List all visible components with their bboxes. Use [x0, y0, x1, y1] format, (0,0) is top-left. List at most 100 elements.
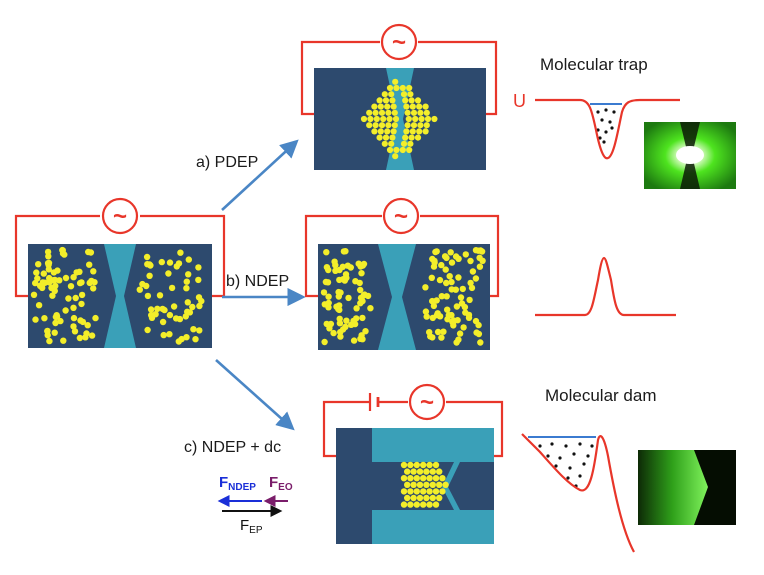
molecule-dot [30, 291, 38, 298]
ndep-label: b) NDEP [226, 273, 289, 290]
molecule-dot [448, 311, 455, 319]
molecule-dot [170, 303, 178, 310]
molecule-dot [582, 462, 586, 466]
molecule-dot [413, 461, 420, 469]
molecule-dot [408, 134, 415, 141]
molecule-dot [596, 110, 600, 114]
molecule-dot [336, 320, 344, 327]
molecule-dot [429, 297, 436, 305]
molecule-dot [158, 258, 165, 266]
molecule-dot [196, 327, 203, 334]
molecule-dot [183, 285, 190, 292]
molecule-dot [602, 140, 606, 144]
molecule-dot [175, 338, 182, 345]
molecule-dot [608, 120, 612, 124]
molecule-dot [429, 468, 436, 475]
molecule-dot [426, 461, 433, 469]
dam-potential-curve [521, 433, 635, 553]
molecule-dot [399, 84, 406, 92]
molecule-dot [78, 291, 86, 299]
pdep-circuit-wire [300, 40, 498, 116]
molecule-dot [342, 271, 350, 278]
molecule-dot [77, 317, 84, 324]
molecule-dot [440, 328, 447, 335]
molecule-dot [453, 303, 461, 310]
molecule-dot [422, 284, 429, 291]
molecule-dot [412, 115, 419, 123]
molecule-dot [439, 488, 446, 495]
molecule-dot [347, 264, 354, 271]
molecule-dot [381, 91, 388, 98]
molecule-dot [604, 130, 608, 134]
molecule-dot [148, 311, 155, 319]
ndep-ac-symbol: ~ [394, 203, 408, 230]
ndep-circuit-wire [304, 214, 500, 298]
molecule-dot [60, 337, 67, 344]
source-ac-symbol: ~ [113, 203, 127, 230]
molecule-dot [420, 488, 427, 495]
molecule-dot [393, 84, 400, 92]
molecule-dot [350, 337, 358, 344]
molecule-dot [448, 278, 455, 286]
molecule-dot [449, 319, 457, 326]
molecule-dot [566, 476, 570, 480]
source-ac-source-icon: ~ [101, 197, 139, 235]
molecule-dot [452, 253, 460, 260]
molecule-dot [418, 115, 425, 123]
molecule-dot [432, 461, 440, 469]
molecule-dot [420, 461, 427, 469]
molecule-dot [443, 254, 450, 262]
molecule-dot [546, 454, 550, 458]
molecule-dot [420, 475, 427, 482]
molecule-dot [386, 115, 393, 123]
molecule-dot [444, 306, 451, 313]
molecule-dot [90, 268, 97, 275]
molecule-dot [195, 294, 203, 301]
molecule-dot [426, 488, 433, 495]
molecule-dot [432, 248, 439, 256]
molecule-dot [376, 134, 383, 141]
molecule-dot [386, 84, 394, 92]
molecule-dot [378, 109, 386, 116]
molecule-dot [438, 261, 445, 269]
molecule-dot [70, 323, 77, 330]
molecule-dot [404, 468, 411, 475]
molecule-dot [87, 249, 95, 256]
molecule-dot [612, 110, 616, 114]
molecule-dot [429, 481, 436, 488]
molecule-dot [413, 475, 420, 482]
molecule-dot [426, 475, 433, 482]
molecule-dot [408, 97, 415, 104]
molecule-dot [452, 286, 459, 293]
molecule-dot [139, 280, 146, 288]
molecule-dot [88, 332, 96, 339]
molecule-dot [390, 103, 397, 110]
molecule-dot [53, 312, 60, 319]
molecule-dot [400, 461, 408, 469]
molecule-dot [472, 275, 480, 282]
molecule-dot [590, 444, 594, 448]
molecule-dot [400, 488, 408, 495]
molecule-dot [358, 332, 365, 339]
molecule-dot [195, 264, 202, 271]
molecule-dot [467, 279, 474, 287]
molecule-dot [436, 494, 443, 502]
molecule-dot [62, 307, 69, 314]
molecule-dot [45, 266, 52, 273]
molecule-dot [184, 299, 191, 306]
dam-molecules [538, 442, 594, 488]
molecule-dot [320, 289, 328, 296]
molecule-dot [414, 134, 422, 141]
molecular-dam-title: Molecular dam [545, 386, 657, 405]
molecule-dot [183, 334, 190, 341]
molecule-dot [422, 103, 429, 110]
molecule-dot [367, 115, 374, 123]
molecule-dot [409, 103, 416, 110]
molecule-dot [32, 316, 39, 323]
molecule-dot [550, 442, 554, 446]
molecule-dot [385, 122, 392, 129]
molecule-dot [384, 103, 391, 110]
molecule-dot [407, 140, 414, 147]
molecule-dot [54, 267, 61, 274]
